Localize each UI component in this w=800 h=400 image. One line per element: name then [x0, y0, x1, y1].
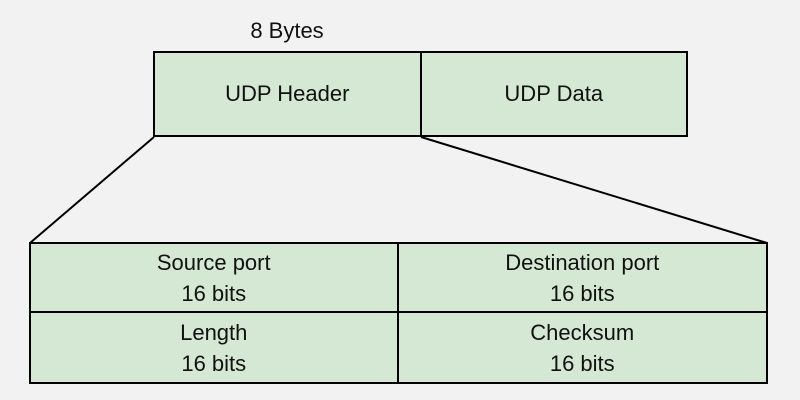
- expansion-line-right: [420, 136, 768, 244]
- packet-row: UDP Header UDP Data: [153, 51, 688, 137]
- field-name: Source port: [156, 249, 271, 275]
- field-cell-source-port: Source port 16 bits: [31, 244, 399, 313]
- bytes-size-label: 8 Bytes: [250, 18, 324, 43]
- field-name: Checksum: [530, 319, 635, 345]
- field-cell-checksum: Checksum 16 bits: [399, 313, 767, 382]
- field-size: 16 bits: [181, 280, 247, 306]
- field-size: 16 bits: [549, 350, 615, 376]
- field-name: Length: [180, 319, 248, 345]
- field-size: 16 bits: [549, 280, 615, 306]
- udp-header-fields-table: Source port 16 bits Destination port 16 …: [29, 242, 768, 384]
- udp-data-box: UDP Data: [419, 51, 688, 137]
- udp-data-label: UDP Data: [504, 81, 604, 106]
- expansion-line-left: [29, 136, 155, 244]
- udp-header-label: UDP Header: [225, 81, 350, 106]
- field-size: 16 bits: [181, 350, 247, 376]
- field-name: Destination port: [505, 249, 660, 275]
- field-cell-destination-port: Destination port 16 bits: [398, 244, 766, 313]
- field-cell-length: Length 16 bits: [31, 313, 399, 382]
- udp-header-box: UDP Header: [153, 51, 422, 137]
